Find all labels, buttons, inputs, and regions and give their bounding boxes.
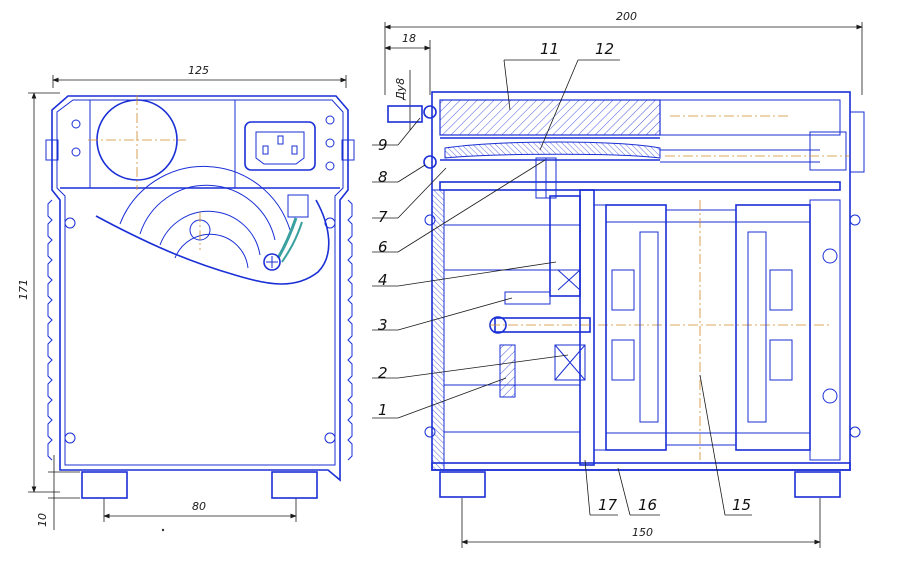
dim-left-feet-spacing: 80 xyxy=(103,498,297,522)
dim-18-text: 18 xyxy=(402,32,416,45)
callout-6: 6 xyxy=(378,238,388,256)
callout-7: 7 xyxy=(378,208,388,226)
dim-du8-text: Ду8 xyxy=(394,78,407,101)
callout-15: 15 xyxy=(732,496,751,514)
callout-17: 17 xyxy=(598,496,618,514)
dim-171-text: 171 xyxy=(17,279,30,300)
callout-2: 2 xyxy=(378,364,388,382)
callout-16: 16 xyxy=(638,496,657,514)
callout-9: 9 xyxy=(378,136,388,154)
callouts: 11 12 9 8 7 6 4 3 2 1 17 16 15 xyxy=(372,40,752,516)
callout-3: 3 xyxy=(378,316,388,334)
left-corner-screws xyxy=(64,217,336,444)
dim-200-text: 200 xyxy=(616,10,637,23)
right-view: 200 18 Ду8 150 xyxy=(384,10,865,548)
callout-4: 4 xyxy=(378,271,388,289)
dim-left-height: 171 xyxy=(17,92,60,493)
motor-windows xyxy=(611,231,793,423)
dim-125-text: 125 xyxy=(188,64,209,77)
dim-right-width: 200 xyxy=(384,10,863,95)
callout-11: 11 xyxy=(540,40,559,58)
dim-left-width: 125 xyxy=(52,64,347,88)
dim-10-text: 10 xyxy=(36,513,49,527)
callout-8: 8 xyxy=(378,168,388,186)
left-top-screws xyxy=(71,115,335,171)
dim-80-text: 80 xyxy=(192,500,206,513)
dim-right-offset: 18 xyxy=(384,32,431,95)
right-side-screws xyxy=(424,214,861,438)
dim-150-text: 150 xyxy=(632,526,653,539)
dim-left-feet: 10 xyxy=(36,455,80,530)
callout-1: 1 xyxy=(378,401,388,419)
callout-12: 12 xyxy=(595,40,614,58)
left-view: 125 171 10 80 xyxy=(17,64,355,530)
dim-right-feet: 150 xyxy=(461,498,821,548)
dim-port: Ду8 xyxy=(394,70,420,130)
